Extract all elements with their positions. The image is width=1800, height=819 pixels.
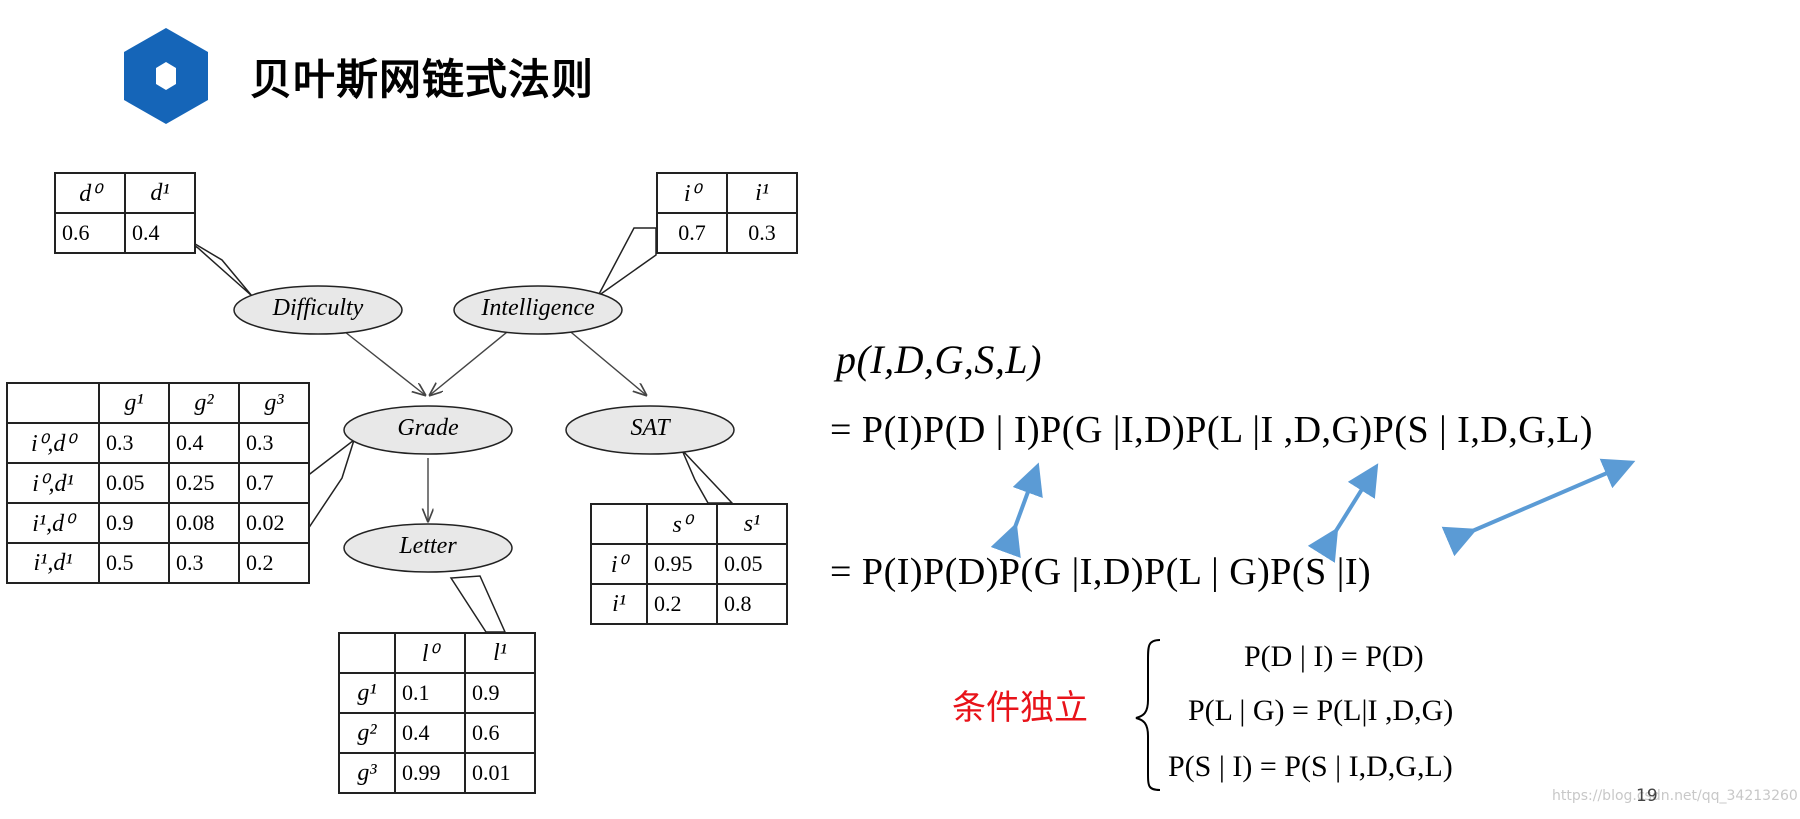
table-header: l¹	[464, 632, 536, 674]
table-header: g³	[238, 382, 310, 424]
row-label: g²	[338, 712, 396, 754]
page-number: 19	[1636, 786, 1658, 806]
node-sat-label: SAT	[630, 415, 670, 441]
letter-callout	[449, 575, 507, 633]
table-cell: 0.05	[716, 543, 788, 585]
table-cell: 0.4	[168, 422, 240, 464]
brace	[1135, 639, 1161, 791]
table-header: g¹	[98, 382, 170, 424]
row-label: g¹	[338, 672, 396, 714]
row-label: i¹,d⁰	[6, 502, 100, 544]
table-header: s⁰	[646, 503, 718, 545]
table-row: g² 0.4 0.6	[338, 712, 536, 754]
blue-double-arrow-1	[990, 462, 1043, 559]
node-intelligence	[453, 285, 623, 335]
table-cell: 0.01	[464, 752, 536, 794]
table-cell: 0.02	[238, 502, 310, 544]
node-difficulty	[233, 285, 403, 335]
table-cell: 0.6	[464, 712, 536, 754]
blue-double-arrow-3	[1441, 458, 1636, 557]
table-row: g³ 0.99 0.01	[338, 752, 536, 794]
node-sat	[565, 405, 735, 455]
ci-equation-1: P(D | I) = P(D)	[1244, 640, 1424, 673]
table-row: i¹,d¹ 0.5 0.3 0.2	[6, 542, 310, 584]
table-header: d⁰	[54, 172, 126, 214]
table-row: i¹,d⁰ 0.9 0.08 0.02	[6, 502, 310, 544]
row-label: i¹	[590, 583, 648, 625]
table-cell: 0.6	[54, 212, 126, 254]
slide-title: 贝叶斯网链式法则	[250, 55, 595, 104]
joint-distribution: p(I,D,G,S,L)	[836, 337, 1042, 382]
node-intelligence-label: Intelligence	[481, 295, 595, 321]
table-cell: 0.99	[394, 752, 466, 794]
node-difficulty-label: Difficulty	[272, 295, 364, 321]
row-label: i⁰	[590, 543, 648, 585]
table-cell: 0.3	[238, 422, 310, 464]
table-row: i¹ 0.2 0.8	[590, 583, 788, 625]
table-header: g²	[168, 382, 240, 424]
table-header	[6, 382, 100, 424]
table-cell: 0.25	[168, 462, 240, 504]
table-row: g¹ 0.1 0.9	[338, 672, 536, 714]
ci-equation-2: P(L | G) = P(L|I ,D,G)	[1188, 694, 1454, 727]
table-row: i⁰ 0.95 0.05	[590, 543, 788, 585]
table-header: d¹	[124, 172, 196, 214]
cpd-table-letter: l⁰ l¹ g¹ 0.1 0.9 g² 0.4 0.6 g³ 0.99 0.01	[338, 632, 536, 794]
intelligence-callout	[597, 227, 657, 297]
chain-rule-equation: = P(I)P(D | I)P(G |I,D)P(L |I ,D,G)P(S |…	[830, 409, 1594, 451]
sat-callout	[681, 449, 734, 504]
cpd-table-grade: g¹ g² g³ i⁰,d⁰ 0.3 0.4 0.3 i⁰,d¹ 0.05 0.…	[6, 382, 310, 584]
table-header	[590, 503, 648, 545]
table-cell: 0.4	[394, 712, 466, 754]
cpd-table-difficulty: d⁰ d¹ 0.6 0.4	[54, 172, 196, 254]
table-header	[338, 632, 396, 674]
factorized-equation: = P(I)P(D)P(G |I,D)P(L | G)P(S |I)	[830, 551, 1372, 593]
table-cell: 0.95	[646, 543, 718, 585]
table-cell: 0.5	[98, 542, 170, 584]
table-cell: 0.9	[464, 672, 536, 714]
cpd-table-sat: s⁰ s¹ i⁰ 0.95 0.05 i¹ 0.2 0.8	[590, 503, 788, 625]
hexagon-icon	[124, 28, 208, 124]
table-cell: 0.05	[98, 462, 170, 504]
row-label: i⁰,d⁰	[6, 422, 100, 464]
table-row: i⁰,d⁰ 0.3 0.4 0.3	[6, 422, 310, 464]
conditional-independence-label: 条件独立	[952, 688, 1088, 728]
table-header: s¹	[716, 503, 788, 545]
table-cell: 0.7	[238, 462, 310, 504]
table-cell: 0.3	[168, 542, 240, 584]
table-cell: 0.08	[168, 502, 240, 544]
node-grade-label: Grade	[397, 415, 459, 441]
table-cell: 0.9	[98, 502, 170, 544]
table-cell: 0.2	[238, 542, 310, 584]
table-cell: 0.1	[394, 672, 466, 714]
table-cell: 0.7	[656, 212, 728, 254]
table-row: i⁰,d¹ 0.05 0.25 0.7	[6, 462, 310, 504]
cpd-table-intelligence: i⁰ i¹ 0.7 0.3	[656, 172, 798, 254]
row-label: i⁰,d¹	[6, 462, 100, 504]
table-header: i¹	[726, 172, 798, 214]
table-header: i⁰	[656, 172, 728, 214]
node-letter	[343, 523, 513, 573]
table-cell: 0.3	[98, 422, 170, 464]
ci-equation-3: P(S | I) = P(S | I,D,G,L)	[1168, 750, 1453, 783]
watermark: https://blog.csdn.net/qq_34213260	[1552, 788, 1798, 804]
table-cell: 0.2	[646, 583, 718, 625]
blue-double-arrow-2	[1307, 463, 1379, 563]
table-header: l⁰	[394, 632, 466, 674]
row-label: i¹,d¹	[6, 542, 100, 584]
table-cell: 0.4	[124, 212, 196, 254]
row-label: g³	[338, 752, 396, 794]
table-cell: 0.3	[726, 212, 798, 254]
node-grade	[343, 405, 513, 455]
table-cell: 0.8	[716, 583, 788, 625]
node-letter-label: Letter	[399, 533, 457, 559]
